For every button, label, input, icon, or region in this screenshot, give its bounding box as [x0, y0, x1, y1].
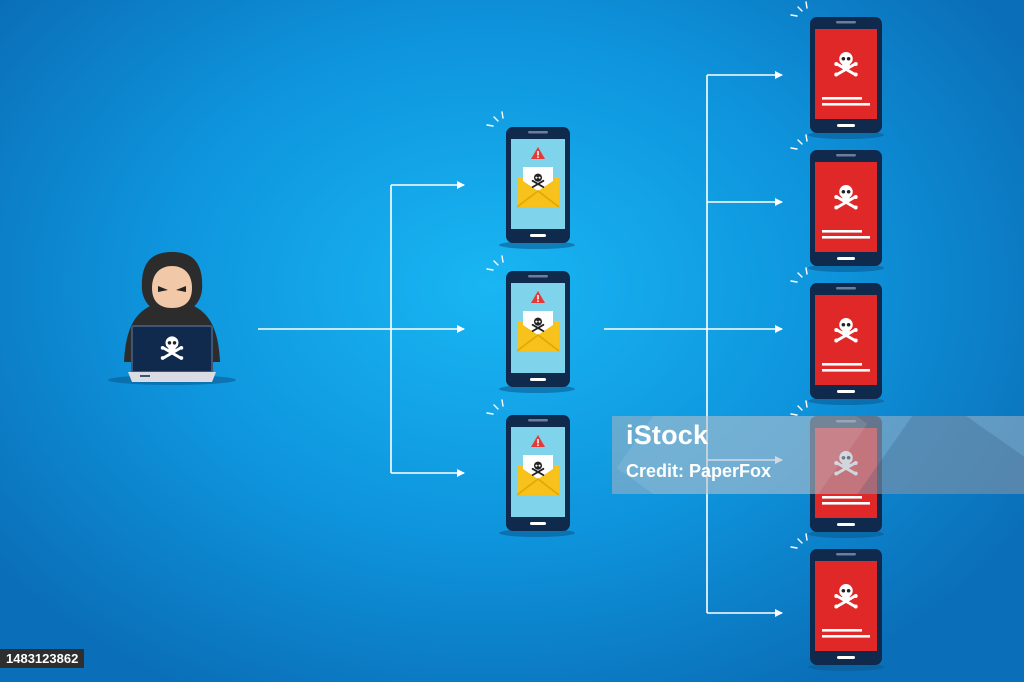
phone-malicious-email-icon: [485, 110, 577, 251]
phone-malicious-email-icon: [485, 398, 577, 539]
phone-malicious-email-icon: [485, 254, 577, 395]
laptop-skull-icon: [128, 325, 216, 382]
image-id-label: 1483123862: [0, 649, 85, 668]
phone-infected-skull-icon: [791, 2, 884, 139]
watermark-band: [612, 416, 1024, 494]
phone-infected-skull-icon: [791, 135, 884, 272]
arrows-stage-1: [258, 181, 465, 477]
phone-infected-skull-icon: [791, 534, 884, 671]
watermark-credit: Credit: PaperFox: [626, 461, 772, 481]
arrows-stage-2: [604, 71, 783, 617]
watermark-logo: iStock: [626, 420, 709, 450]
phone-infected-skull-icon: [791, 268, 884, 405]
